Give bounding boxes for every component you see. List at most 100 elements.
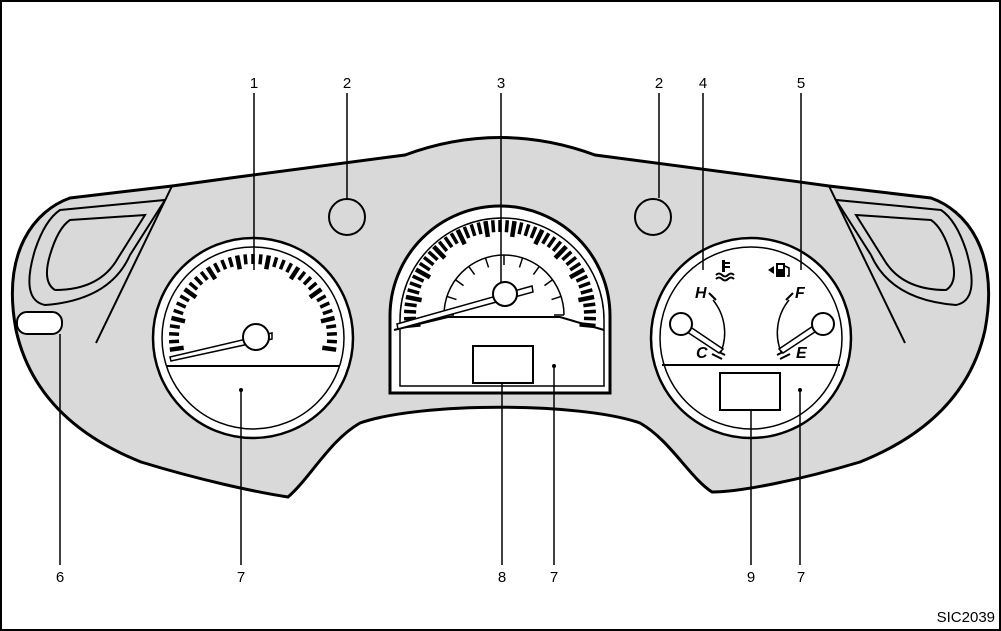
callout-1: 1 xyxy=(250,75,258,92)
scale-tick xyxy=(175,301,187,309)
scale-tick xyxy=(258,254,263,265)
scale-tick xyxy=(264,255,272,270)
callout-2-right: 2 xyxy=(655,75,663,92)
scale-tick xyxy=(422,255,435,267)
scale-tick xyxy=(243,254,248,265)
callout-7-temp-fuel: 7 xyxy=(797,569,805,586)
speedometer-divider xyxy=(393,316,605,331)
scale-tick xyxy=(179,294,190,303)
scale-tick xyxy=(504,220,510,233)
tachometer-hub xyxy=(242,323,270,351)
coolant-temperature-icon xyxy=(715,260,735,282)
scale-tick xyxy=(227,256,234,268)
scale-tick xyxy=(418,261,431,272)
callout-2-left: 2 xyxy=(343,75,351,92)
scale-tick xyxy=(437,240,449,253)
scale-tick xyxy=(551,295,562,301)
scale-tick xyxy=(205,266,218,281)
scale-tick xyxy=(319,301,331,309)
left-pod-window xyxy=(45,213,147,292)
scale-tick xyxy=(462,226,471,239)
scale-tick xyxy=(326,332,337,337)
temperature-hot-label: H xyxy=(695,285,707,302)
speedometer xyxy=(388,204,612,395)
scale-tick xyxy=(469,223,477,237)
callout-7-tach: 7 xyxy=(237,569,245,586)
scale-tick xyxy=(288,266,301,281)
scale-tick xyxy=(580,288,593,295)
scale-tick xyxy=(476,222,483,235)
scale-tick xyxy=(533,228,545,246)
scale-tick xyxy=(544,279,553,287)
callout-8: 8 xyxy=(498,569,506,586)
scale-tick xyxy=(188,281,199,291)
scale-tick xyxy=(427,250,439,262)
scale-tick xyxy=(220,259,228,270)
scale-tick xyxy=(484,257,490,268)
callout-5: 5 xyxy=(797,75,805,92)
scale-tick xyxy=(577,294,595,303)
scale-tick xyxy=(199,270,209,281)
tachometer xyxy=(151,236,355,440)
scale-tick xyxy=(568,267,586,280)
scale-tick xyxy=(272,256,279,268)
scale-tick xyxy=(234,255,242,270)
scale-tick xyxy=(432,244,447,260)
scale-tick xyxy=(551,240,563,253)
indicator-light-left xyxy=(328,198,366,236)
callout-9: 9 xyxy=(747,569,755,586)
scale-tick xyxy=(517,222,524,235)
temperature-hub xyxy=(669,312,693,336)
scale-tick xyxy=(409,281,422,289)
scale-tick xyxy=(583,309,596,314)
scale-tick xyxy=(322,345,337,352)
scale-tick xyxy=(170,315,186,324)
right-pod-window xyxy=(854,213,956,292)
scale-tick xyxy=(169,345,184,352)
scale-tick xyxy=(414,267,432,280)
scale-tick xyxy=(553,244,568,260)
scale-tick xyxy=(407,288,420,295)
callout-6: 6 xyxy=(56,569,64,586)
temperature-scale xyxy=(712,299,726,353)
scale-tick xyxy=(575,274,589,283)
scale-tick xyxy=(316,294,327,303)
scale-tick xyxy=(455,228,467,246)
speedometer-hub xyxy=(492,281,518,307)
scale-tick xyxy=(404,302,417,308)
odometer-reset-button xyxy=(16,311,63,335)
tachometer-scale xyxy=(169,254,337,352)
scale-tick xyxy=(565,255,578,267)
scale-tick xyxy=(490,220,496,233)
scale-tick xyxy=(509,220,517,238)
temp-fuel-gauge: H C F E xyxy=(649,236,853,440)
fuel-hub xyxy=(811,312,835,336)
scale-tick xyxy=(446,295,457,301)
temperature-cold-label: C xyxy=(696,345,708,362)
scale-tick xyxy=(183,287,198,300)
scale-tick xyxy=(325,324,337,330)
scale-tick xyxy=(468,266,476,275)
left-panel-seam xyxy=(95,185,173,344)
scale-tick xyxy=(561,250,573,262)
leader-lines xyxy=(59,93,802,565)
scale-tick xyxy=(483,220,491,238)
scale-tick xyxy=(523,223,531,237)
scale-tick xyxy=(569,261,582,272)
right-panel-seam xyxy=(828,185,906,344)
callout-3: 3 xyxy=(497,75,505,92)
scale-tick xyxy=(307,281,318,291)
callout-4: 4 xyxy=(699,75,707,92)
scale-tick xyxy=(529,226,538,239)
scale-tick xyxy=(322,308,333,316)
scale-tick xyxy=(404,309,417,314)
scale-tick xyxy=(583,302,596,308)
fuel-scale xyxy=(776,299,790,353)
scale-tick xyxy=(169,332,180,337)
scale-tick xyxy=(518,257,524,268)
figure-code: SIC2039 xyxy=(937,609,995,626)
scale-tick xyxy=(213,262,221,273)
odometer-trip-display xyxy=(472,345,534,384)
